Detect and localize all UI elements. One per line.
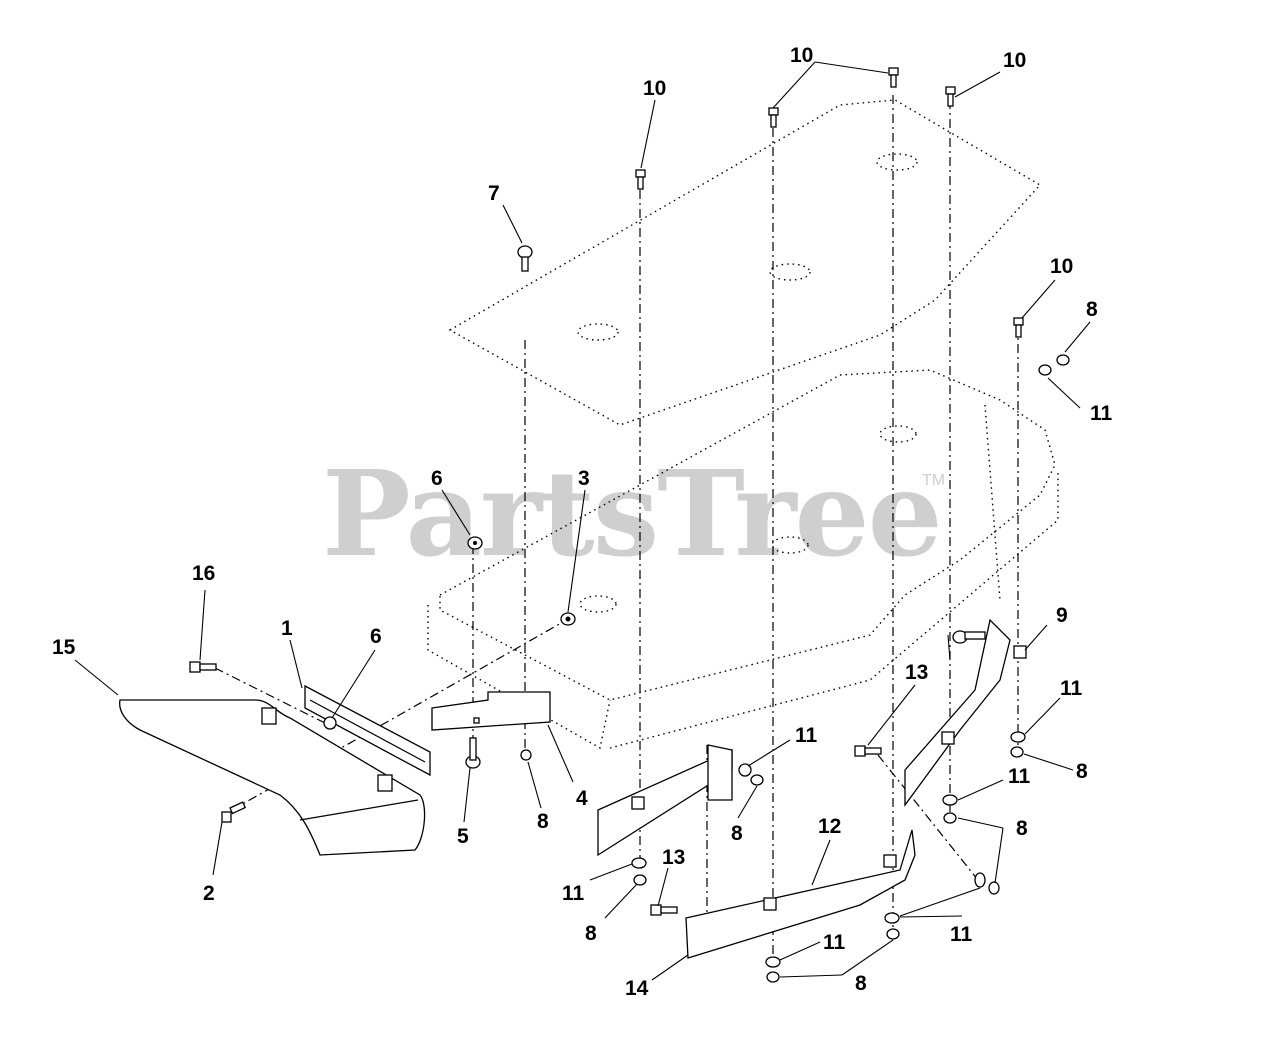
callout-8: 8: [1016, 817, 1028, 840]
nut-icon: [886, 928, 900, 940]
washer-icon: [765, 956, 781, 968]
washer-icon: [738, 763, 752, 777]
washer-icon: [631, 857, 647, 869]
carriage-bolt-icon: [465, 737, 481, 769]
nut-icon: [988, 881, 1000, 895]
nut-icon: [750, 774, 764, 786]
callout-11: 11: [950, 923, 973, 946]
callout-15: 15: [52, 636, 76, 659]
callout-8: 8: [585, 922, 597, 945]
nut-icon: [766, 971, 780, 983]
bolt-icons: [517, 67, 1024, 338]
washer-icon: [974, 872, 986, 888]
nut-icon: [1010, 746, 1024, 758]
callout-1: 1: [281, 617, 293, 640]
callout-10: 10: [790, 44, 813, 67]
callout-10: 10: [643, 77, 666, 100]
callout-11: 11: [1060, 677, 1083, 700]
callout-16: 16: [192, 562, 215, 585]
bolt-icon: [635, 169, 646, 190]
callout-4: 4: [576, 787, 588, 810]
chute-bracket: [304, 684, 431, 777]
callout-5: 5: [457, 825, 469, 848]
callout-11: 11: [795, 724, 818, 747]
nut-icon: [943, 812, 957, 824]
callout-8: 8: [1086, 298, 1098, 321]
callout-7: 7: [488, 182, 500, 205]
bolt-icon: [768, 107, 779, 128]
callout-labels: 10 10 10 10 7 8 11 6 3 16 15 1 6 9 13 11…: [52, 44, 1113, 1000]
callout-11: 11: [1008, 765, 1031, 788]
baffle-plate: [431, 691, 551, 731]
deck-cover-plate: [448, 99, 1042, 426]
callout-3: 3: [578, 467, 590, 490]
carriage-bolt-icon: [517, 245, 533, 272]
hardware-icons: [467, 354, 1070, 983]
watermark-trademark: TM: [922, 472, 946, 489]
callout-13: 13: [905, 661, 928, 684]
nut-icon: [467, 536, 483, 550]
callout-11: 11: [1090, 402, 1113, 425]
rear-baffle-right: [904, 618, 1027, 807]
callout-9: 9: [1056, 604, 1068, 627]
washer-icon: [942, 794, 958, 806]
nut-icon: [1056, 354, 1070, 366]
bolt-icon: [221, 801, 247, 823]
bolt-icon: [888, 67, 899, 88]
callout-10: 10: [1003, 49, 1026, 72]
discharge-chute: [119, 699, 426, 856]
bolt-icon: [1013, 317, 1024, 338]
callout-8: 8: [537, 810, 549, 833]
front-baffle-center: [685, 829, 916, 959]
nut-icon: [560, 612, 576, 626]
bolt-icon: [945, 86, 956, 107]
callout-14: 14: [625, 977, 649, 1000]
washer-icon: [1038, 364, 1052, 376]
nut-icon: [633, 874, 647, 886]
nut-icon: [520, 749, 532, 761]
callout-12: 12: [818, 815, 841, 838]
bolt-icon: [650, 904, 678, 916]
shoulder-bolt-icon: [189, 661, 217, 673]
callout-13: 13: [662, 846, 685, 869]
bolt-icon: [854, 745, 882, 757]
callout-8: 8: [855, 972, 867, 995]
front-baffle-left: [597, 744, 733, 857]
callout-10: 10: [1050, 255, 1073, 278]
callout-2: 2: [203, 882, 215, 905]
leader-lines: [74, 61, 1091, 981]
bolt-icon: [952, 630, 986, 644]
washer-icon: [884, 912, 900, 924]
mower-deck-housing: [427, 369, 1059, 750]
callout-8: 8: [731, 822, 743, 845]
washer-icon: [1010, 731, 1026, 743]
callout-11: 11: [823, 931, 846, 954]
callout-11: 11: [562, 882, 585, 905]
callout-6: 6: [431, 467, 443, 490]
callout-8: 8: [1076, 760, 1088, 783]
callout-6: 6: [370, 625, 382, 648]
